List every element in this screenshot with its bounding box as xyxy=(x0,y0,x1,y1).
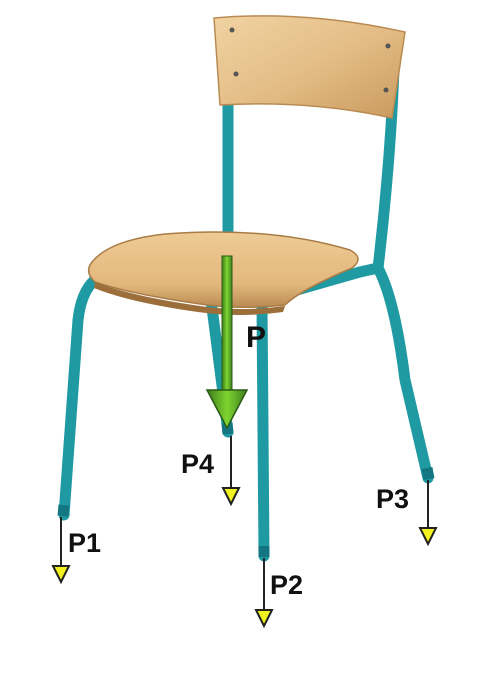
label-p3: P3 xyxy=(376,484,410,514)
down-arrow-icon xyxy=(221,487,241,507)
backrest-screws xyxy=(229,27,391,93)
leg-caps xyxy=(57,422,435,557)
label-p1: P1 xyxy=(68,528,102,558)
leg-force-arrows xyxy=(51,436,438,629)
seat-edge xyxy=(94,282,285,315)
force-arrow-p4 xyxy=(221,436,241,507)
force-arrow-p3 xyxy=(418,480,438,547)
down-arrow-icon xyxy=(205,389,249,430)
front-right-leg xyxy=(256,299,270,562)
label-p: P xyxy=(246,321,267,354)
down-arrow-icon xyxy=(418,527,438,547)
front-left-leg xyxy=(58,269,108,521)
force-arrow-p2 xyxy=(254,558,274,629)
force-arrow-p1 xyxy=(51,517,71,585)
chair-backrest xyxy=(213,15,406,119)
label-p2: P2 xyxy=(270,570,304,600)
down-arrow-icon xyxy=(254,609,274,629)
total-force-arrow xyxy=(205,255,249,430)
total-force-shaft xyxy=(221,255,233,397)
label-p4: P4 xyxy=(181,449,215,479)
down-arrow-icon xyxy=(51,565,71,585)
